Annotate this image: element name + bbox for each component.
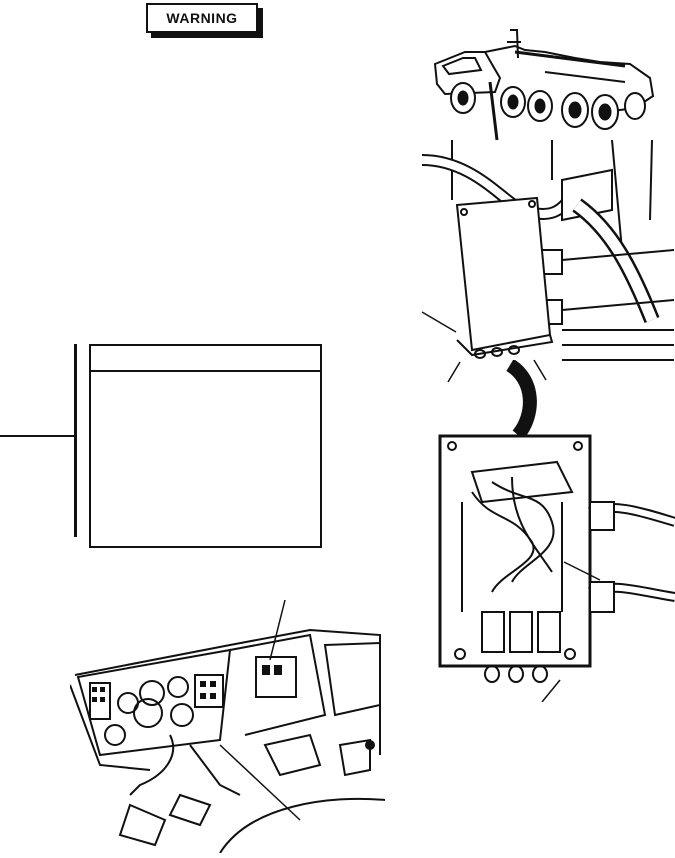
data-plate-box bbox=[89, 344, 322, 548]
data-plate-header bbox=[91, 346, 320, 372]
warning-badge: WARNING bbox=[146, 3, 264, 38]
truck-icon bbox=[433, 29, 655, 141]
callout-leader-line bbox=[0, 435, 77, 437]
detail-arrow bbox=[505, 360, 537, 440]
junction-box-wiring-icon bbox=[438, 434, 675, 702]
junction-box-mounted-icon bbox=[421, 140, 674, 383]
warning-label: WARNING bbox=[146, 3, 258, 33]
dashboard-icon bbox=[70, 599, 385, 853]
callout-bracket bbox=[74, 344, 77, 537]
